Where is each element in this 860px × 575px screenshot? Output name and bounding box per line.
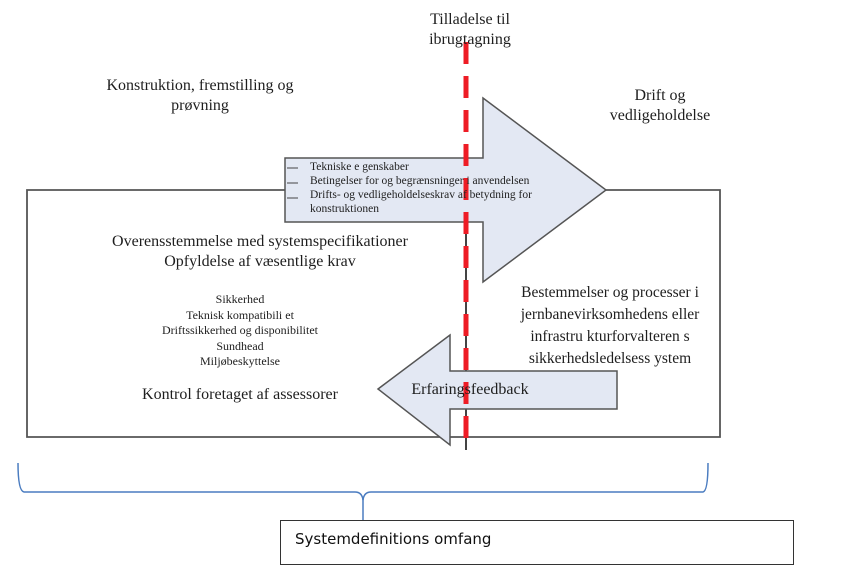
operation-line: Bestemmelser og processer i bbox=[521, 284, 699, 301]
phase-label-line: Tilladelse til bbox=[430, 11, 510, 28]
operation-description: Bestemmelser og processer i jernbanevirk… bbox=[490, 282, 730, 370]
system-box bbox=[26, 189, 721, 438]
operation-line: infrastru kturforvalteren s bbox=[530, 328, 690, 345]
conformity-heading: Overensstemmelse med systemspecifikation… bbox=[70, 232, 450, 272]
phase-label-operation: Drift og vedligeholdelse bbox=[580, 86, 740, 126]
forward-arrow bbox=[284, 96, 608, 284]
requirement-item: Miljøbeskyttelse bbox=[200, 354, 280, 368]
phase-label-line: vedligeholdelse bbox=[609, 107, 711, 124]
phase-label-line: Drift og bbox=[634, 87, 686, 104]
scope-brace bbox=[17, 462, 709, 501]
requirements-list: Sikkerhed Teknisk kompatibili et Driftss… bbox=[120, 292, 360, 370]
phase-label-construction: Konstruktion, fremstilling og prøvning bbox=[80, 76, 320, 116]
phase-label-line: prøvning bbox=[171, 97, 229, 114]
forward-arrow-item: Drifts- og vedligeholdelseskrav af betyd… bbox=[310, 189, 532, 201]
requirement-item: Teknisk kompatibili et bbox=[186, 307, 294, 322]
forward-arrow-item: konstruktionen bbox=[310, 203, 379, 215]
feedback-arrow bbox=[376, 333, 618, 447]
conformity-line: Opfyldelse af væsentlige krav bbox=[164, 253, 356, 270]
scope-label: Systemdefinitions omfang bbox=[295, 530, 492, 548]
conformity-line: Overensstemmelse med systemspecifikation… bbox=[112, 233, 408, 250]
operation-line: sikkerhedsledelsess ystem bbox=[528, 350, 692, 367]
scope-box: Systemdefinitions omfang bbox=[280, 520, 794, 565]
feedback-arrow-label: Erfaringsfeedback bbox=[411, 381, 529, 398]
requirement-item: Sundhead bbox=[216, 338, 264, 353]
assessor-check-label: Kontrol foretaget af assessorer bbox=[142, 386, 338, 403]
phase-label-line: Konstruktion, fremstilling og bbox=[106, 77, 294, 94]
operation-line: jernbanevirksomhedens eller bbox=[520, 306, 700, 323]
forward-arrow-item: Betingelser for og begrænsninger i anven… bbox=[310, 175, 530, 187]
forward-arrow-item: Tekniske e genskaber bbox=[310, 161, 409, 173]
forward-arrow-items: Tekniske e genskaber Betingelser for og … bbox=[310, 160, 532, 216]
requirement-item: Sikkerhed bbox=[215, 292, 265, 306]
phase-label-line: ibrugtagning bbox=[429, 31, 511, 48]
phase-label-authorization: Tilladelse til ibrugtagning bbox=[380, 10, 560, 50]
requirement-item: Driftssikkerhed og disponibilitet bbox=[162, 323, 318, 337]
